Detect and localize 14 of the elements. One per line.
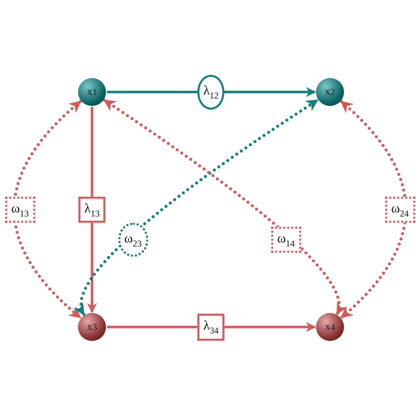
dotted-arrow: [74, 98, 319, 316]
edge-label: ω$_{14}$: [271, 226, 301, 254]
edge-label: ω$_{24}$: [385, 196, 415, 224]
arrow: [107, 322, 316, 332]
dotted-arrow: [340, 100, 408, 319]
edge-label: λ$_{12}$: [197, 74, 225, 110]
edge-label: λ$_{13}$: [78, 196, 106, 223]
dotted-arrow: [103, 98, 346, 316]
edge-label: ω$_{13}$: [5, 196, 35, 224]
edge-label: λ$_{34}$: [197, 314, 225, 340]
edge-label: ω$_{23}$: [118, 222, 148, 258]
arrow: [87, 107, 97, 313]
arrow: [107, 87, 316, 97]
dotted-arrow: [12, 100, 82, 320]
